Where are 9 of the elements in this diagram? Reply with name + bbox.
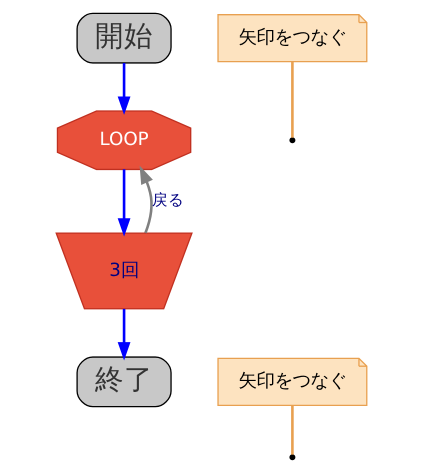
arrow (117, 308, 130, 360)
node-box: 終了 (76, 356, 172, 408)
connector (290, 62, 294, 138)
connector (290, 405, 294, 455)
node-box: 開始 (76, 12, 172, 64)
edge-label: 戻る (151, 190, 184, 210)
arrow (117, 169, 130, 237)
arrow (117, 63, 130, 115)
arrow (139, 166, 152, 234)
